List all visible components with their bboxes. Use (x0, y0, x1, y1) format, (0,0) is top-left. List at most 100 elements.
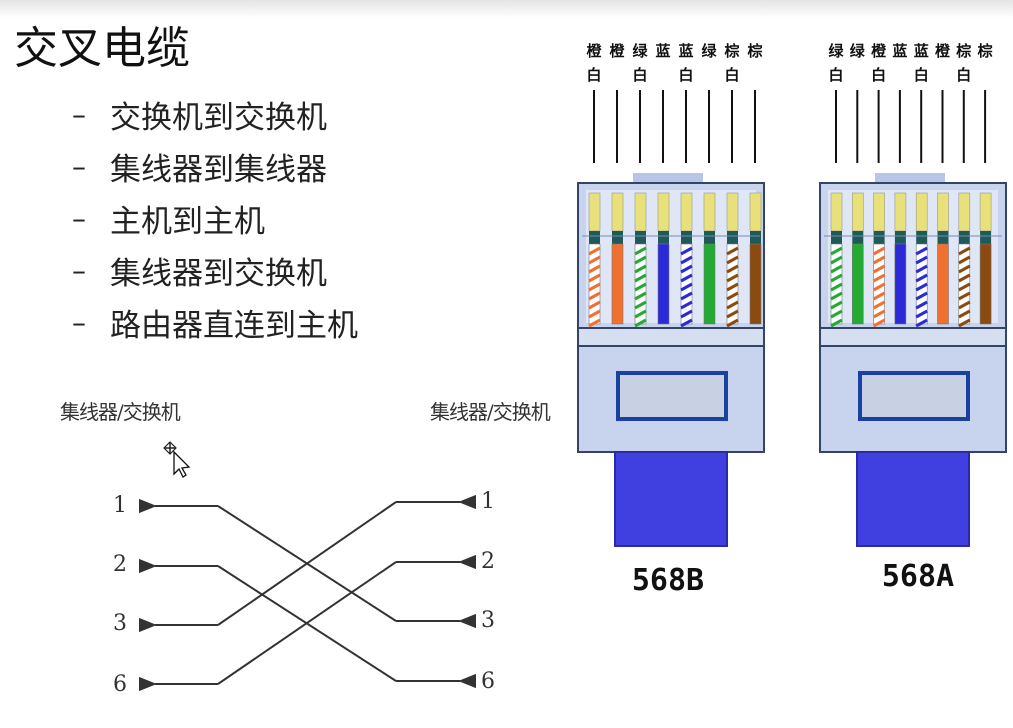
wire-stripe (958, 264, 971, 274)
crossover-diagram: 1 2 3 6 1 2 3 6 (113, 489, 495, 697)
bullet-item: –路由器直连到主机 (72, 296, 358, 348)
wire-stripe (830, 282, 843, 292)
wire-stripe (872, 300, 886, 310)
wire-color-label: 绿 (701, 42, 717, 60)
wire-white-label: 白 (678, 66, 693, 84)
wire-white-label: 白 (632, 66, 647, 84)
bullet-dash: – (72, 149, 86, 183)
wire-strand (937, 243, 949, 325)
standard-label: 568B (632, 563, 704, 598)
gold-contact (749, 192, 762, 232)
contact-band (589, 231, 600, 244)
wire-strand (851, 243, 864, 325)
wire-stripe (588, 300, 601, 310)
bullet-list: –交换机到交换机 –集线器到集线器 –主机到主机 –集线器到交换机 –路由器直连… (72, 88, 358, 348)
wire-color-label: 绿 (828, 42, 844, 60)
bullet-text: 路由器直连到主机 (110, 307, 358, 344)
bullet-dash: – (72, 201, 86, 235)
contact-band (873, 231, 885, 244)
bullet-item: –交换机到交换机 (72, 88, 358, 140)
gold-contact (703, 192, 716, 232)
wire-stripe (634, 318, 647, 328)
connector-window (616, 371, 728, 421)
contact-band (894, 231, 906, 244)
wire-stripe (830, 264, 843, 274)
wire-strand (894, 243, 907, 325)
wire-stripe (680, 255, 693, 265)
left-pin-6: 6 (113, 672, 127, 697)
wire-stripe (634, 282, 647, 292)
gold-contact (680, 192, 693, 232)
contact-band (958, 231, 970, 244)
wire-color-label: 蓝 (892, 42, 907, 60)
wire-stripe (680, 309, 693, 319)
wire-stripe (872, 255, 886, 265)
wire-stripe (830, 309, 843, 319)
wire-color-label: 橙 (871, 42, 887, 60)
wire-stripe (726, 300, 739, 310)
connector-latch (633, 173, 703, 183)
contact-band (658, 231, 669, 244)
wire-stripe (915, 273, 928, 283)
wire-strand (657, 243, 670, 325)
bullet-text: 集线器到集线器 (110, 151, 327, 188)
contact-band (704, 231, 715, 244)
gold-contact (851, 192, 864, 232)
wire-stripe (588, 282, 601, 292)
wire-strand (749, 243, 762, 325)
wire-stripe (958, 318, 971, 328)
wire-stripe (680, 291, 693, 301)
wire-stripe (680, 246, 693, 256)
standard-label: 568A (882, 559, 954, 594)
wire-stripe (726, 246, 739, 256)
bullet-dash: – (72, 253, 86, 287)
wire-stripe (588, 246, 601, 256)
gold-contact (611, 192, 624, 232)
gold-contact (634, 192, 647, 232)
wire-stripe (958, 246, 971, 256)
wire-stripe (680, 300, 693, 310)
wire-stripe (726, 309, 739, 319)
contact-band (750, 231, 761, 244)
bullet-text: 交换机到交换机 (110, 99, 327, 136)
wire-white-label: 白 (724, 66, 739, 84)
wire-strand (703, 243, 716, 325)
wire-strand (979, 243, 992, 325)
right-pin-3: 3 (481, 608, 495, 633)
crossover-left-label: 集线器/交换机 (60, 400, 181, 424)
wire-stripe (915, 282, 928, 292)
cross-wire-6-2 (217, 561, 397, 685)
wire-stripe (958, 273, 971, 283)
gold-contact (894, 192, 907, 232)
bullet-text: 主机到主机 (110, 203, 265, 240)
bullet-item: –集线器到交换机 (72, 244, 358, 296)
wire-stripe (830, 255, 843, 265)
wire-stripe (680, 273, 693, 283)
wire-stripe (634, 246, 647, 256)
gold-contact (726, 192, 739, 232)
contact-band (916, 231, 928, 244)
right-pin-2: 2 (481, 549, 495, 574)
wire-color-label: 蓝 (914, 42, 929, 60)
wire-stripe (872, 273, 886, 283)
wire-stripe (958, 282, 971, 292)
wire-stripe (634, 300, 647, 310)
wire-stripe (588, 318, 601, 328)
wire-stripe (634, 291, 647, 301)
slide-title: 交叉电缆 (14, 23, 190, 74)
contact-band (980, 231, 992, 244)
cross-wire-3-1 (217, 501, 397, 626)
wire-stripe (726, 255, 739, 265)
wire-white-label: 白 (828, 66, 843, 84)
connector-568b: 橙白橙绿白蓝蓝白绿棕白棕568B (577, 42, 765, 598)
contact-band (681, 231, 692, 244)
wire-stripe (588, 255, 601, 265)
wire-stripe (872, 291, 886, 301)
wire-stripe (872, 264, 886, 274)
wire-stripe (958, 300, 971, 310)
wire-stripe (634, 273, 647, 283)
wire-color-label: 棕 (724, 42, 739, 60)
wire-stripe (726, 282, 739, 292)
gold-contact (915, 192, 928, 232)
wire-color-label: 棕 (956, 42, 971, 60)
